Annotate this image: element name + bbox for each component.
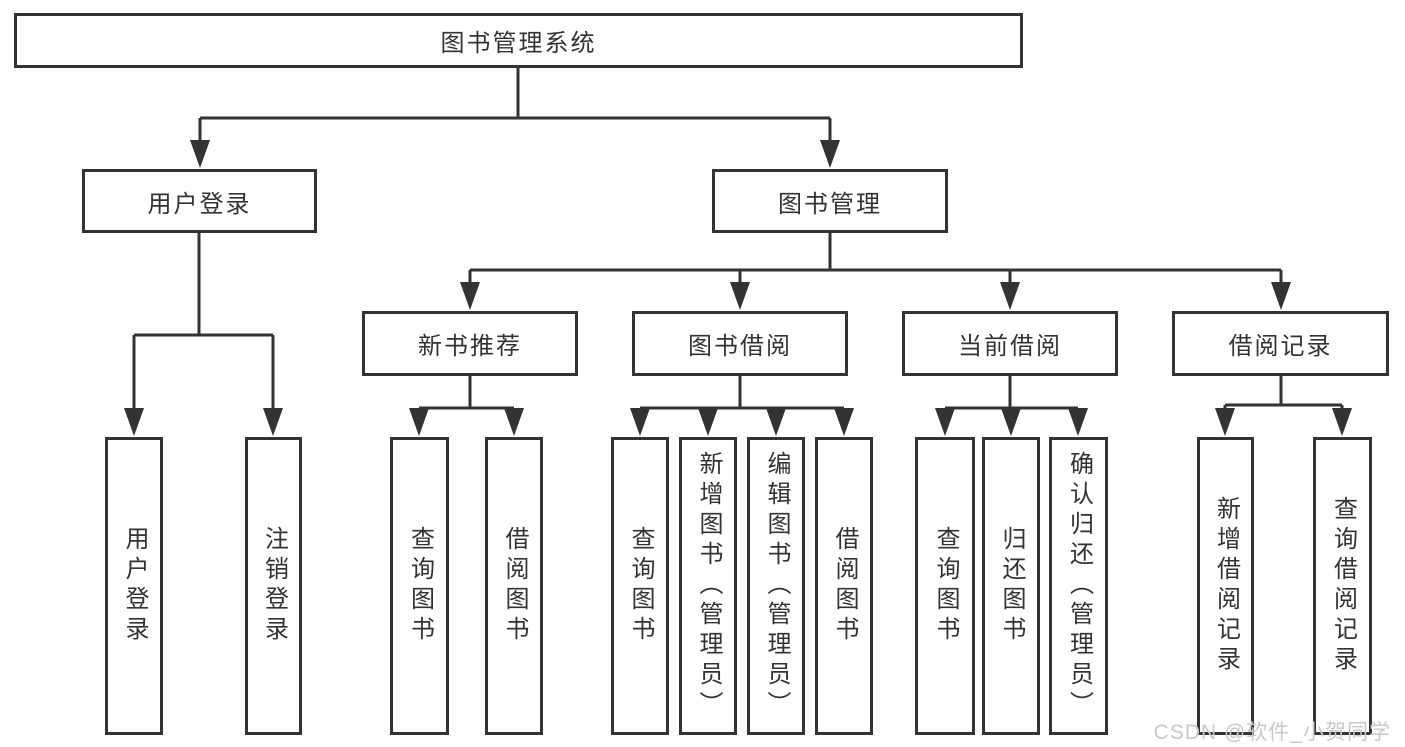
node-new-book-recommend: 新书推荐 — [362, 311, 578, 376]
leaf-query-borrow-record: 查询借阅记录 — [1313, 437, 1372, 735]
node-label: 图书借阅 — [688, 333, 792, 360]
node-borrow-records: 借阅记录 — [1172, 311, 1389, 376]
node-label: 用户登录 — [121, 526, 148, 646]
node-label: 新增图书（管理员） — [695, 451, 722, 721]
node-label: 归还图书 — [998, 526, 1025, 646]
node-label: 注销登录 — [260, 526, 288, 646]
leaf-borrow-books-recommend: 借阅图书 — [485, 437, 543, 735]
leaf-logout: 注销登录 — [245, 437, 302, 735]
node-label: 借阅记录 — [1228, 333, 1333, 360]
node-label: 当前借阅 — [958, 333, 1062, 360]
node-label: 查询图书 — [627, 526, 654, 646]
leaf-query-books-borrow: 查询图书 — [611, 437, 669, 735]
node-label: 借阅图书 — [831, 526, 858, 646]
node-book-management: 图书管理 — [712, 169, 948, 233]
node-label: 查询图书 — [932, 526, 959, 646]
leaf-query-books-current: 查询图书 — [915, 437, 975, 735]
node-label: 图书管理 — [778, 190, 882, 218]
leaf-add-borrow-record: 新增借阅记录 — [1197, 437, 1254, 735]
node-label: 用户登录 — [147, 190, 252, 218]
node-label: 确认归还（管理员） — [1065, 451, 1093, 721]
node-label: 查询图书 — [406, 526, 434, 646]
leaf-query-books-recommend: 查询图书 — [390, 437, 449, 735]
leaf-user-login: 用户登录 — [105, 437, 163, 735]
node-label: 图书管理系统 — [440, 30, 597, 57]
node-book-borrow: 图书借阅 — [632, 311, 848, 376]
node-label: 新增借阅记录 — [1212, 496, 1240, 676]
leaf-confirm-return-admin: 确认归还（管理员） — [1049, 437, 1108, 735]
node-label: 查询借阅记录 — [1329, 496, 1357, 676]
leaf-add-books-admin: 新增图书（管理员） — [679, 437, 737, 735]
node-label: 编辑图书（管理员） — [763, 451, 790, 721]
leaf-return-books: 归还图书 — [982, 437, 1040, 735]
watermark: CSDN @软件_小贺同学 — [1153, 721, 1391, 744]
leaf-edit-books-admin: 编辑图书（管理员） — [747, 437, 805, 735]
node-user-login: 用户登录 — [82, 169, 317, 233]
node-label: 借阅图书 — [501, 526, 528, 646]
node-label: 新书推荐 — [418, 333, 522, 360]
leaf-borrow-books: 借阅图书 — [815, 437, 873, 735]
node-library-system: 图书管理系统 — [14, 13, 1023, 68]
node-current-borrow: 当前借阅 — [902, 311, 1118, 376]
